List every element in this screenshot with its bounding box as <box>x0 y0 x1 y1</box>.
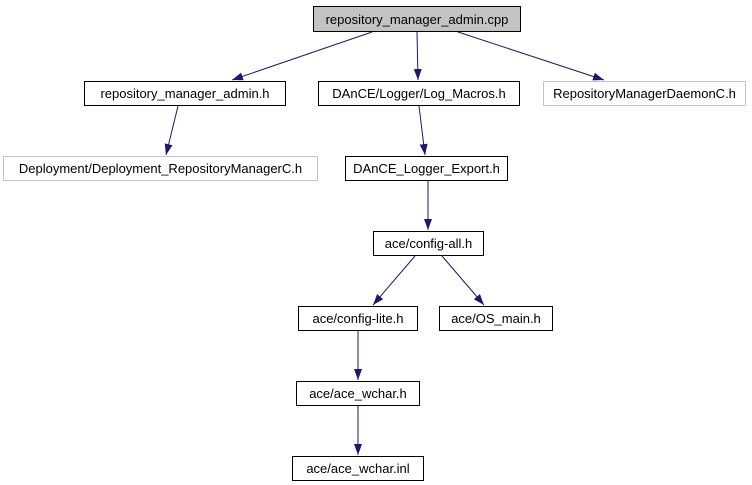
edge-repository_manager_admin_h-to-deployment_deployment_repository_manager_c_h <box>164 105 179 156</box>
graph-node-repository_manager_daemon_c_h: RepositoryManagerDaemonC.h <box>543 81 746 106</box>
graph-node-deployment_deployment_repository_manager_c_h: Deployment/Deployment_RepositoryManagerC… <box>3 156 318 181</box>
graph-node-ace_config_all_h[interactable]: ace/config-all.h <box>373 231 484 256</box>
graph-node-ace_ace_wchar_inl[interactable]: ace/ace_wchar.inl <box>292 456 424 481</box>
graph-node-dance_logger_log_macros_h[interactable]: DAnCE/Logger/Log_Macros.h <box>318 81 520 106</box>
graph-node-repository_manager_admin_h[interactable]: repository_manager_admin.h <box>84 81 286 106</box>
edge-dance_logger_log_macros_h-to-dance_logger_export_h <box>418 105 428 156</box>
edge-repository_manager_admin_cpp-to-repository_manager_admin_h <box>231 31 373 81</box>
graph-node-ace_ace_wchar_h[interactable]: ace/ace_wchar.h <box>296 381 420 406</box>
edge-ace_config_all_h-to-ace_config_lite_h <box>372 255 416 306</box>
edge-repository_manager_admin_cpp-to-dance_logger_log_macros_h <box>413 31 422 81</box>
graph-node-ace_config_lite_h[interactable]: ace/config-lite.h <box>298 306 418 331</box>
graph-node-repository_manager_admin_cpp: repository_manager_admin.cpp <box>313 6 521 32</box>
graph-node-ace_os_main_h[interactable]: ace/OS_main.h <box>439 306 553 331</box>
graph-node-dance_logger_export_h[interactable]: DAnCE_Logger_Export.h <box>345 156 508 181</box>
edge-ace_config_all_h-to-ace_os_main_h <box>441 255 485 306</box>
edge-repository_manager_admin_cpp-to-repository_manager_daemon_c_h <box>457 31 605 81</box>
